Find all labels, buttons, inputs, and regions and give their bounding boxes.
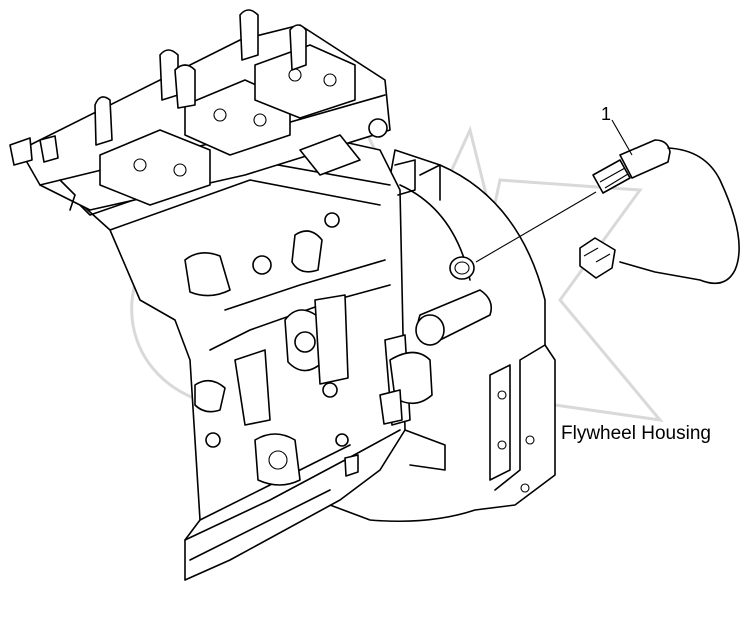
- leader-lines: [475, 119, 633, 263]
- callout-number: 1: [601, 104, 612, 124]
- connector-icon: [579, 237, 616, 279]
- sensor-boss: [415, 289, 493, 346]
- cylinder-head: [9, 9, 391, 211]
- sensor-mount-oring: [449, 256, 475, 280]
- sensor-icon: [592, 139, 740, 285]
- flywheel-housing-label: Flywheel Housing: [561, 423, 711, 444]
- engine-block: [59, 119, 446, 581]
